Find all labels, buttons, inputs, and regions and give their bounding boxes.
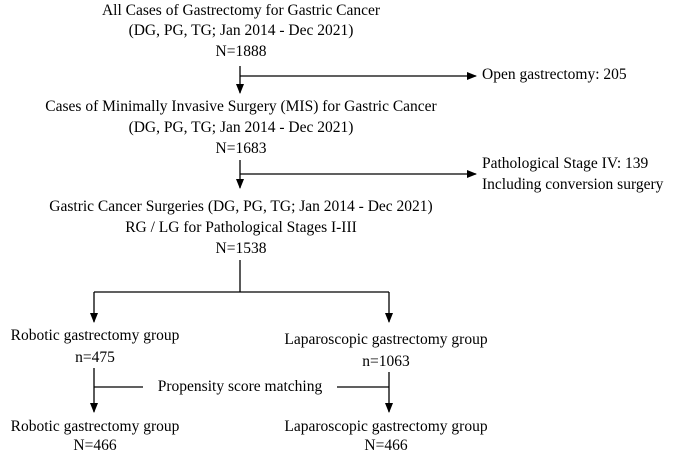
box1-line3: N=1888 — [215, 43, 267, 60]
box2-line1: Cases of Minimally Invasive Surgery (MIS… — [45, 98, 437, 115]
box3-line3: N=1538 — [215, 240, 267, 257]
robotic-pre-label: Robotic gastrectomy group — [10, 327, 180, 344]
box1-line1: All Cases of Gastrectomy for Gastric Can… — [101, 2, 381, 19]
exclusion-conversion: Including conversion surgery — [482, 176, 664, 193]
box1-line2: (DG, PG, TG; Jan 2014 - Dec 2021) — [128, 22, 354, 39]
robotic-post-label: Robotic gastrectomy group — [10, 418, 180, 435]
box3-line2: RG / LG for Pathological Stages I-III — [125, 219, 357, 236]
box3-line1: Gastric Cancer Surgeries (DG, PG, TG; Ja… — [49, 198, 433, 215]
box2-line2: (DG, PG, TG; Jan 2014 - Dec 2021) — [128, 119, 354, 136]
exclusion-open-gastrectomy: Open gastrectomy: 205 — [482, 66, 627, 83]
laparoscopic-post-label: Laparoscopic gastrectomy group — [284, 418, 488, 435]
laparoscopic-pre-label: Laparoscopic gastrectomy group — [284, 331, 488, 348]
robotic-pre-count: n=475 — [75, 349, 115, 366]
propensity-score-matching: Propensity score matching — [157, 378, 323, 395]
box2-line3: N=1683 — [215, 140, 267, 157]
exclusion-stage-iv: Pathological Stage IV: 139 — [482, 155, 649, 172]
laparoscopic-post-count: N=466 — [364, 437, 408, 454]
robotic-post-count: N=466 — [73, 437, 117, 454]
laparoscopic-pre-count: n=1063 — [362, 353, 410, 370]
